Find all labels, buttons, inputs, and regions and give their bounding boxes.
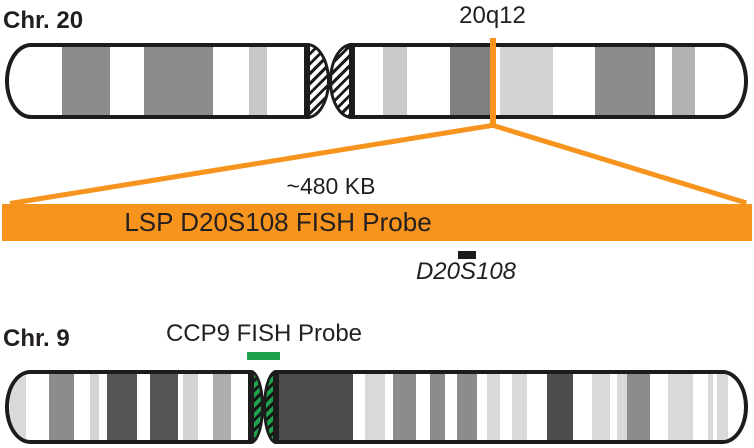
chromosome-band xyxy=(717,374,728,440)
chromosome-band xyxy=(90,374,99,440)
chromosome-band xyxy=(450,47,490,115)
chromosome-band xyxy=(49,374,74,440)
chromosome-band xyxy=(383,47,407,115)
chromosome-band xyxy=(627,374,650,440)
chr20-title: Chr. 20 xyxy=(3,7,84,34)
chr20-centromere-left xyxy=(307,43,330,119)
chromosome-band xyxy=(617,374,627,440)
chromosome-band xyxy=(107,374,137,440)
d20s108-marker-label: D20S108 xyxy=(415,258,517,285)
chr20-p-arm xyxy=(5,43,308,119)
chromosome-band xyxy=(393,374,416,440)
chromosome-band xyxy=(672,47,695,115)
chr9-p-arm xyxy=(5,370,252,444)
chromosome-band xyxy=(487,374,500,440)
locus-pointer-line xyxy=(490,38,496,126)
chromosome-band xyxy=(708,374,713,440)
chromosome-band xyxy=(213,374,231,440)
chromosome-band xyxy=(595,47,655,115)
chromosome-band xyxy=(10,374,26,440)
chromosome-band xyxy=(547,374,573,440)
chr20-q-arm xyxy=(351,43,748,119)
chr9-title: Chr. 9 xyxy=(3,325,70,352)
chromosome-band xyxy=(457,374,477,440)
chromosome-band xyxy=(249,47,267,115)
chromosome-band xyxy=(500,47,553,115)
chromosome-band xyxy=(150,374,178,440)
chromosome-band xyxy=(62,47,110,115)
chromosome-band xyxy=(144,47,213,115)
chromosome-band xyxy=(668,374,693,440)
d20s108-marker xyxy=(458,251,476,259)
lsp-d20s108-probe-label: LSP D20S108 FISH Probe xyxy=(124,207,432,237)
lsp-d20s108-probe-bar: LSP D20S108 FISH Probe xyxy=(2,204,752,241)
chr20-centromere-right xyxy=(329,43,352,119)
funnel-line-right xyxy=(489,122,748,206)
ccp9-probe-label: CCP9 FISH Probe xyxy=(165,320,363,347)
chromosome-band xyxy=(512,374,527,440)
ccp9-probe-bar xyxy=(247,352,280,360)
chromosome-band xyxy=(279,374,353,440)
chromosome-band xyxy=(183,374,198,440)
chromosome-band xyxy=(430,374,445,440)
chromosome-band xyxy=(592,374,610,440)
chr20-locus-label: 20q12 xyxy=(459,2,526,29)
chr9-q-arm xyxy=(275,370,748,444)
probe-size-label: ~480 KB xyxy=(286,173,376,199)
chromosome-band xyxy=(365,374,385,440)
